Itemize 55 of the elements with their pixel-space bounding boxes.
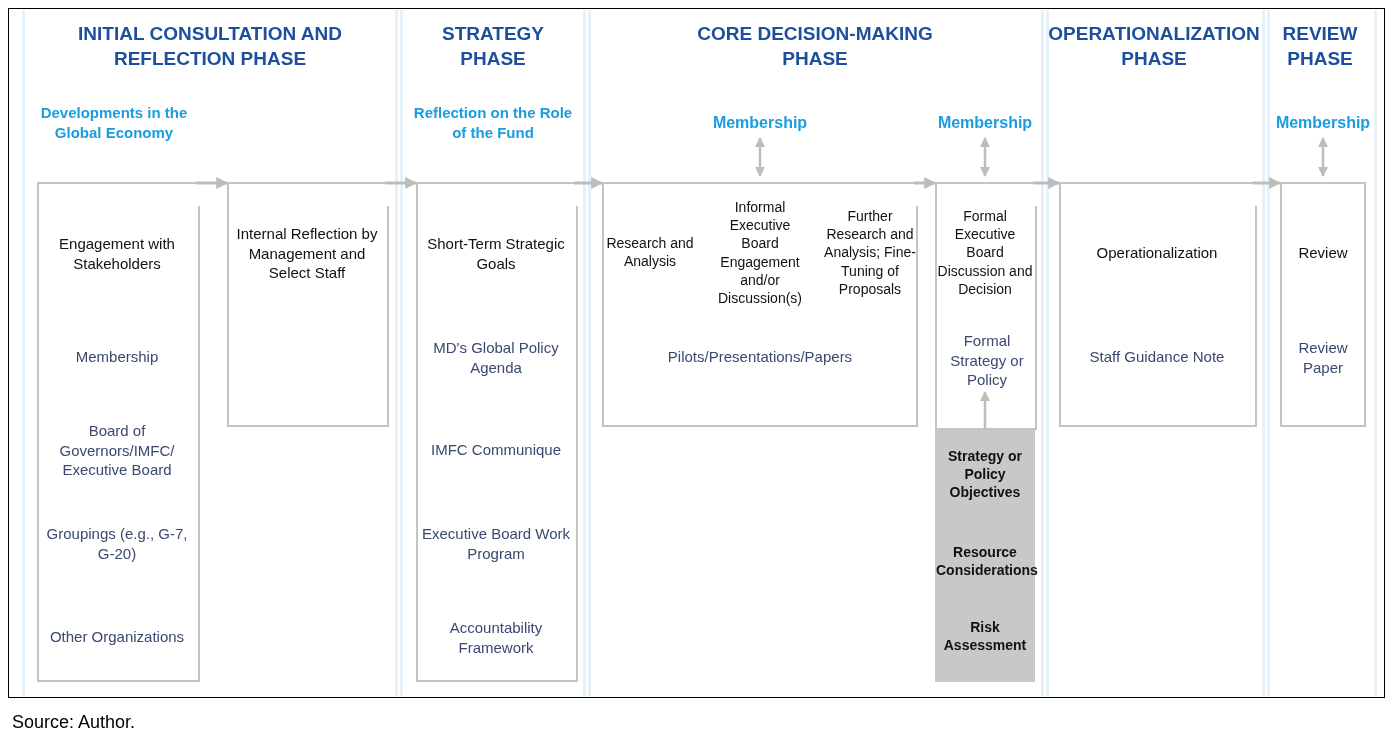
box-text: Other Organizations (48, 627, 186, 647)
phase-column (400, 10, 586, 696)
phase-subheading: Developments in the Global Economy (39, 102, 189, 142)
node-label: Formal Strategy or Policy (949, 330, 1025, 390)
process-box (227, 182, 387, 427)
box-text: Risk Assessment (942, 617, 1028, 655)
box-text: Operationalization (1095, 243, 1219, 263)
arrow (914, 177, 937, 189)
arrow (755, 137, 765, 177)
box-text: Short-Term Strategic Goals (426, 233, 566, 273)
arrow (574, 177, 604, 189)
arrow (1318, 137, 1328, 177)
arrow (1033, 177, 1061, 189)
process-box (602, 182, 916, 427)
phase-subheading: Reflection on the Role of the Fund (412, 102, 574, 142)
box-text: Strategy or Policy Objectives (947, 446, 1023, 502)
process-box (416, 182, 576, 682)
box-text: Engagement with Stakeholders (58, 233, 176, 273)
box-text: Staff Guidance Note (1088, 347, 1226, 367)
box-text: Internal Reflection by Management and Select Staff (235, 223, 379, 283)
phase-heading: INITIAL CONSULTATION AND REFLECTION PHASE (77, 22, 343, 71)
phase-heading: OPERATIONALIZATION PHASE (1047, 22, 1261, 71)
box-text: Accountability Framework (448, 617, 544, 657)
arrow (1253, 177, 1282, 189)
box-text: Formal Executive Board Discussion and Decision (937, 206, 1033, 298)
arrow (980, 391, 990, 430)
box-text: Informal Executive Board Engagement and/or Discussion(s) (717, 198, 803, 308)
box-text: Membership (74, 347, 160, 367)
phase-column (1046, 10, 1265, 696)
box-text: Pilots/Presentations/Papers (666, 347, 854, 367)
phase-column (22, 10, 398, 696)
process-box (1059, 182, 1255, 427)
box-text: Board of Governors/IMFC/ Executive Board (58, 420, 176, 480)
arrow (980, 137, 990, 177)
node-label: Membership (1274, 112, 1372, 133)
box-text: Further Research and Analysis; Fine-Tuning of Proposals (824, 206, 916, 298)
box-text: IMFC Communique (429, 440, 562, 460)
phase-heading: STRATEGY PHASE (440, 22, 545, 71)
process-box (1280, 182, 1366, 427)
box-text: Review Paper (1297, 337, 1349, 377)
phase-heading: CORE DECISION-MAKING PHASE (696, 22, 934, 71)
node-label: Membership (936, 112, 1034, 133)
caption: Source: Author. (12, 712, 136, 733)
box-text: Groupings (e.g., G-7, G-20) (45, 523, 189, 563)
box-text: Research and Analysis (606, 233, 694, 271)
box-text: Executive Board Work Program (421, 523, 571, 563)
phase-column (1267, 10, 1377, 696)
box-text: MD's Global Policy Agenda (432, 337, 560, 377)
arrow (385, 177, 418, 189)
phase-heading: REVIEW PHASE (1281, 22, 1359, 71)
process-box (37, 182, 198, 682)
phase-column (588, 10, 1044, 696)
node-label: Membership (711, 112, 809, 133)
arrow (196, 177, 229, 189)
box-text: Review (1297, 243, 1349, 263)
